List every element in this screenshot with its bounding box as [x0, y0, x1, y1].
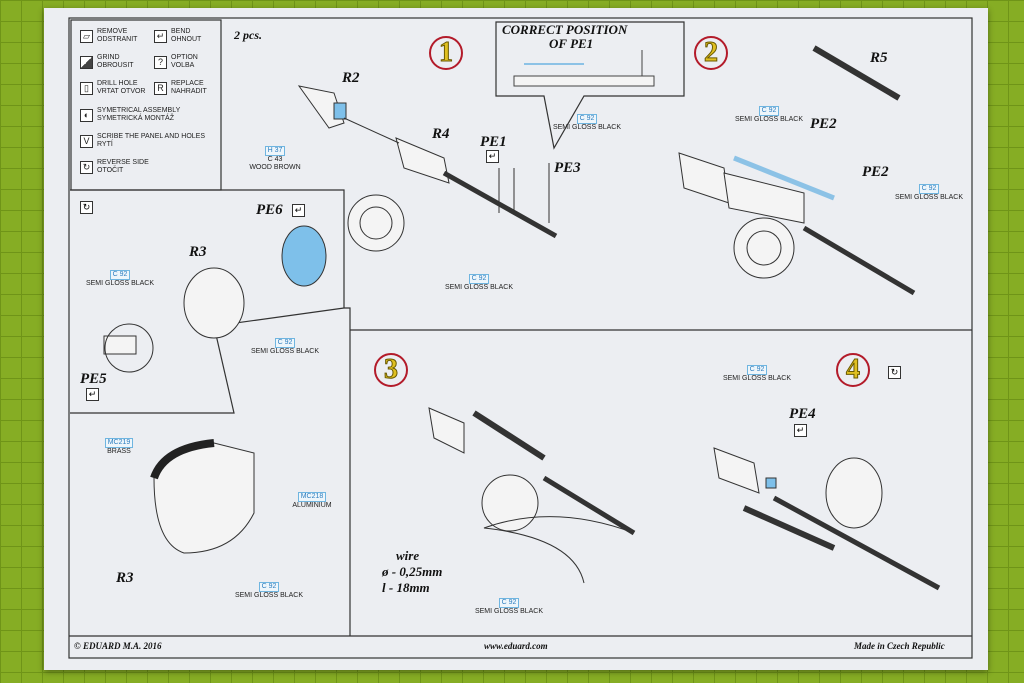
legend-symmetrical: ◐SYMETRICAL ASSEMBLY SYMETRICKÁ MONTÁŽ: [80, 107, 180, 123]
bend-icon: ↵: [794, 424, 807, 437]
gun-step1: [297, 85, 558, 252]
footer-url: www.eduard.com: [484, 641, 548, 651]
remove-icon: ▱: [80, 29, 93, 43]
step-1: 1: [429, 36, 463, 70]
drum-r3: [103, 225, 327, 554]
bend-icon: ↵: [486, 150, 499, 163]
part-pe5: PE5: [80, 371, 107, 387]
reverse-icon: ↻: [80, 201, 93, 214]
part-r3-detail: R3: [116, 570, 134, 586]
legend-drill: ▯DRILL HOLE VRTAT OTVOR: [80, 80, 146, 96]
instruction-sheet: ▱REMOVE ODSTRANIT ↵BEND OHNOUT GRIND OBR…: [44, 8, 988, 670]
bend-icon: ↵: [86, 388, 99, 401]
left-panel-lower: [70, 307, 345, 414]
legend-reverse: ↻REVERSE SIDE OTOČIT: [80, 159, 149, 175]
part-r5: R5: [870, 50, 888, 66]
wire-title: wire: [396, 548, 420, 563]
outer-frame: [68, 17, 973, 659]
part-pe4: PE4: [789, 406, 816, 422]
callout-title: CORRECT POSITION: [502, 22, 628, 37]
part-r4: R4: [432, 126, 450, 142]
quantity-note: 2 pcs.: [234, 28, 262, 42]
wire-length: l - 18mm: [382, 580, 430, 595]
drill-hole-icon: ▯: [80, 81, 93, 95]
step-2: 2: [694, 36, 728, 70]
left-panel-line: [70, 189, 345, 308]
sheet-lines: [68, 17, 973, 659]
gun-step4: [713, 447, 941, 591]
bend-icon: ↵: [154, 29, 167, 43]
part-pe1: PE1: [480, 134, 507, 150]
part-pe2-a: PE2: [810, 116, 837, 132]
callout-title-2: OF PE1: [549, 36, 594, 51]
option-icon: ?: [154, 55, 167, 69]
part-pe6: PE6: [256, 202, 283, 218]
scribe-icon: V: [80, 134, 93, 148]
step-3: 3: [374, 353, 408, 387]
legend-grind: GRIND OBROUSIT: [80, 54, 134, 70]
part-r2: R2: [342, 70, 360, 86]
wire-diameter: ø - 0,25mm: [382, 564, 443, 579]
symmetrical-icon: ◐: [80, 108, 93, 122]
replace-icon: R: [154, 81, 167, 95]
footer-made-in: Made in Czech Republic: [854, 641, 945, 651]
reverse-icon: ↻: [80, 160, 93, 174]
part-pe2-b: PE2: [862, 164, 889, 180]
legend-option: ?OPTION VOLBA: [154, 54, 198, 70]
bend-icon: ↵: [292, 204, 305, 217]
part-r3: R3: [189, 244, 207, 260]
step-4: 4: [836, 353, 870, 387]
reverse-icon: ↻: [888, 366, 901, 379]
gun-step2: [678, 45, 916, 296]
gun-step3: [428, 407, 636, 584]
grind-icon: [80, 55, 93, 69]
legend-bend: ↵BEND OHNOUT: [154, 28, 201, 44]
legend-remove: ▱REMOVE ODSTRANIT: [80, 28, 137, 44]
part-pe3: PE3: [554, 160, 581, 176]
footer-copyright: © EDUARD M.A. 2016: [74, 641, 162, 651]
